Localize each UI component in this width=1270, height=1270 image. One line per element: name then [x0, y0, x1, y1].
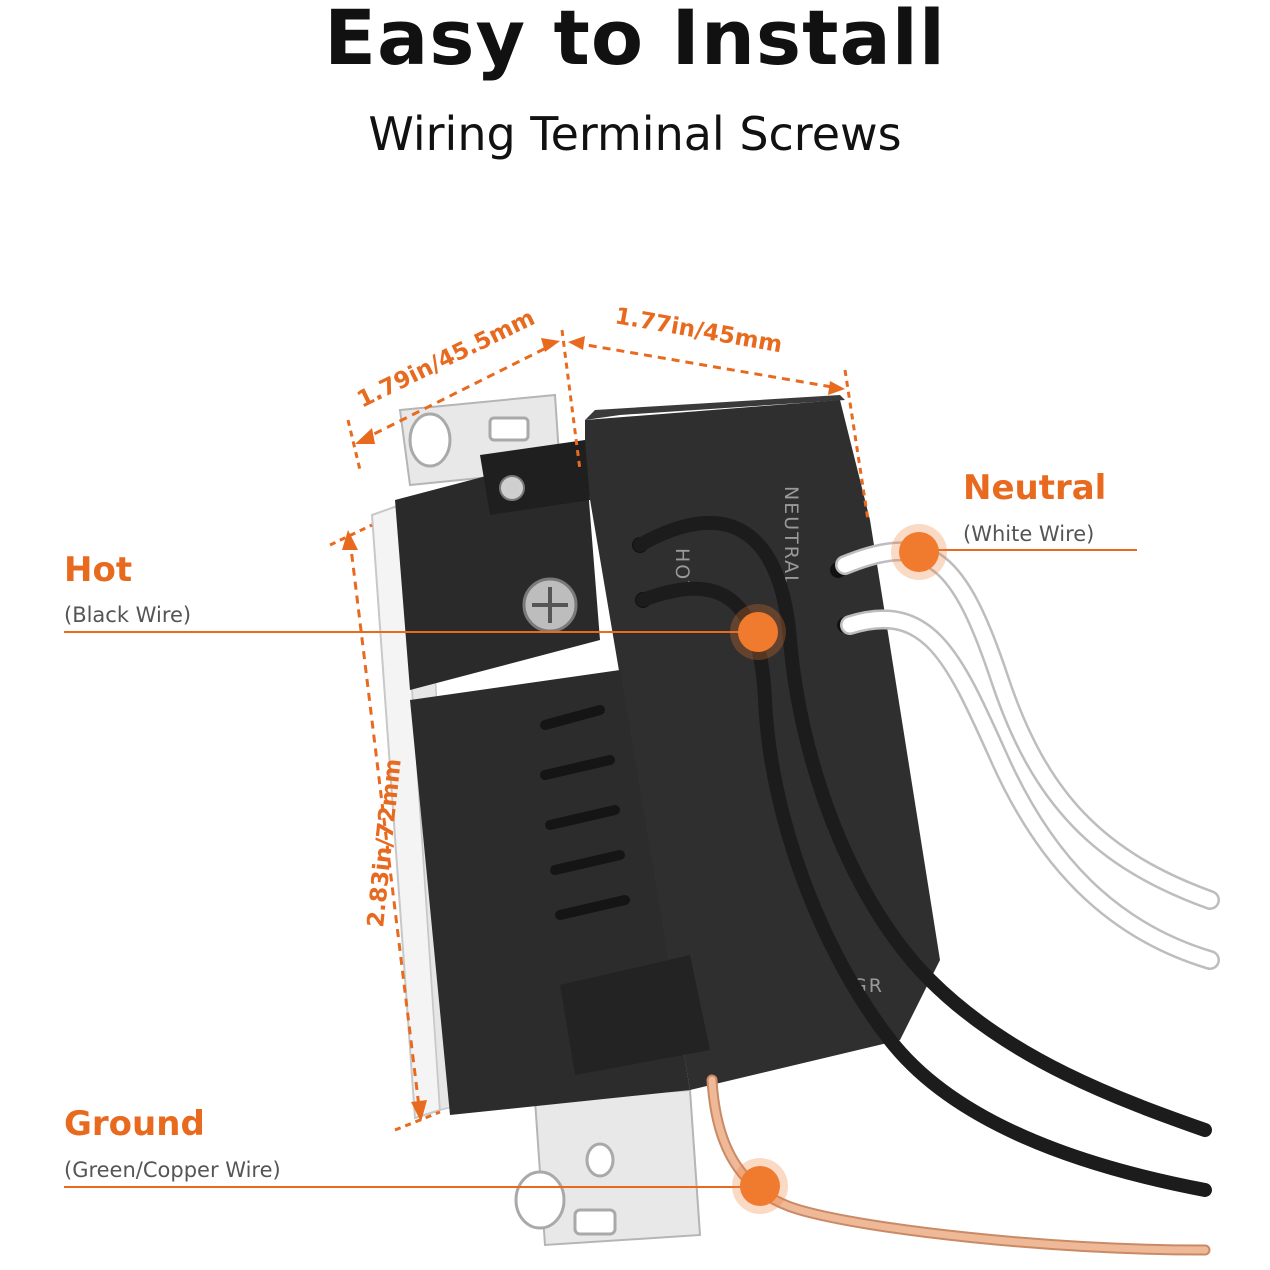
- neutral-callout-title: Neutral: [963, 468, 1107, 508]
- dimension-depth: 1.79in/45.5mm: [353, 305, 539, 413]
- dimension-width: 1.77in/45mm: [613, 303, 784, 358]
- black-wires: [633, 516, 1212, 1197]
- ground-callout-sub: (Green/Copper Wire): [64, 1158, 281, 1182]
- page-subtitle: Wiring Terminal Screws: [368, 107, 902, 161]
- page-title: Easy to Install: [324, 0, 946, 82]
- dimension-lines: [329, 329, 870, 1132]
- copper-wire: [706, 1074, 1211, 1256]
- vent-slots: [540, 705, 630, 920]
- bottom-mounting-strap: [514, 1088, 702, 1247]
- neutral-callout-sub: (White Wire): [963, 522, 1095, 546]
- ground-callout-title: Ground: [64, 1104, 205, 1144]
- ground-marker: [740, 1166, 780, 1206]
- hot-leader-line: [64, 631, 754, 633]
- hot-callout-title: Hot: [64, 550, 133, 590]
- ground-leader-line: [64, 1186, 754, 1188]
- top-mounting-strap: [398, 393, 562, 487]
- neutral-leader-line: [920, 549, 1137, 551]
- hot-marker: [738, 612, 778, 652]
- device-label-neutral: NEUTRAL: [780, 486, 802, 588]
- hot-callout-sub: (Black Wire): [64, 603, 192, 627]
- neutral-marker: [899, 532, 939, 572]
